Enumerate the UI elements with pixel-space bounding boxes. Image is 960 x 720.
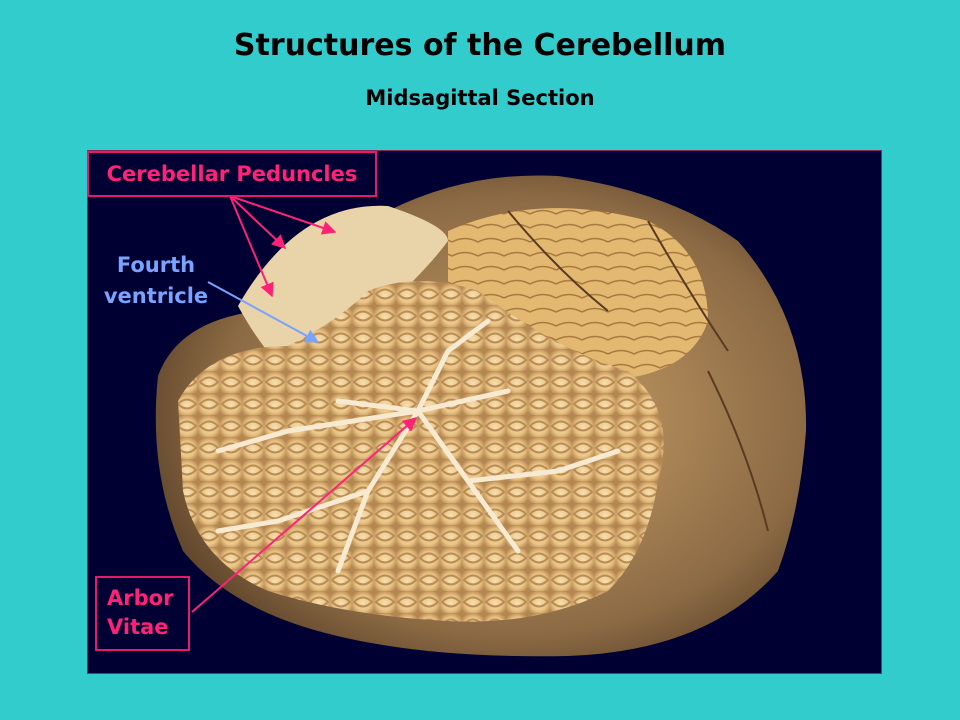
specimen-panel <box>87 150 882 674</box>
label-arbor-line2: Vitae <box>107 615 169 639</box>
label-arbor-line1: Arbor <box>107 586 174 610</box>
peduncle-arrow-1 <box>229 195 337 235</box>
peduncle-arrow-2 <box>229 195 287 249</box>
page-title: Structures of the Cerebellum <box>233 28 727 63</box>
label-cerebellar-peduncles: Cerebellar Peduncles <box>87 151 377 197</box>
peduncle-arrow-3 <box>229 195 274 298</box>
page-subtitle: Midsagittal Section <box>365 86 595 110</box>
fourth-ventricle-arrow <box>207 281 320 343</box>
label-arbor-vitae: Arbor Vitae <box>95 576 190 651</box>
arbor-arrow <box>191 417 418 613</box>
label-fourth-line2: ventricle <box>103 284 209 308</box>
label-fourth-line1: Fourth <box>116 253 196 277</box>
cerebellum-specimen-photo <box>155 175 807 657</box>
label-fourth-ventricle: Fourth ventricle <box>96 250 216 312</box>
